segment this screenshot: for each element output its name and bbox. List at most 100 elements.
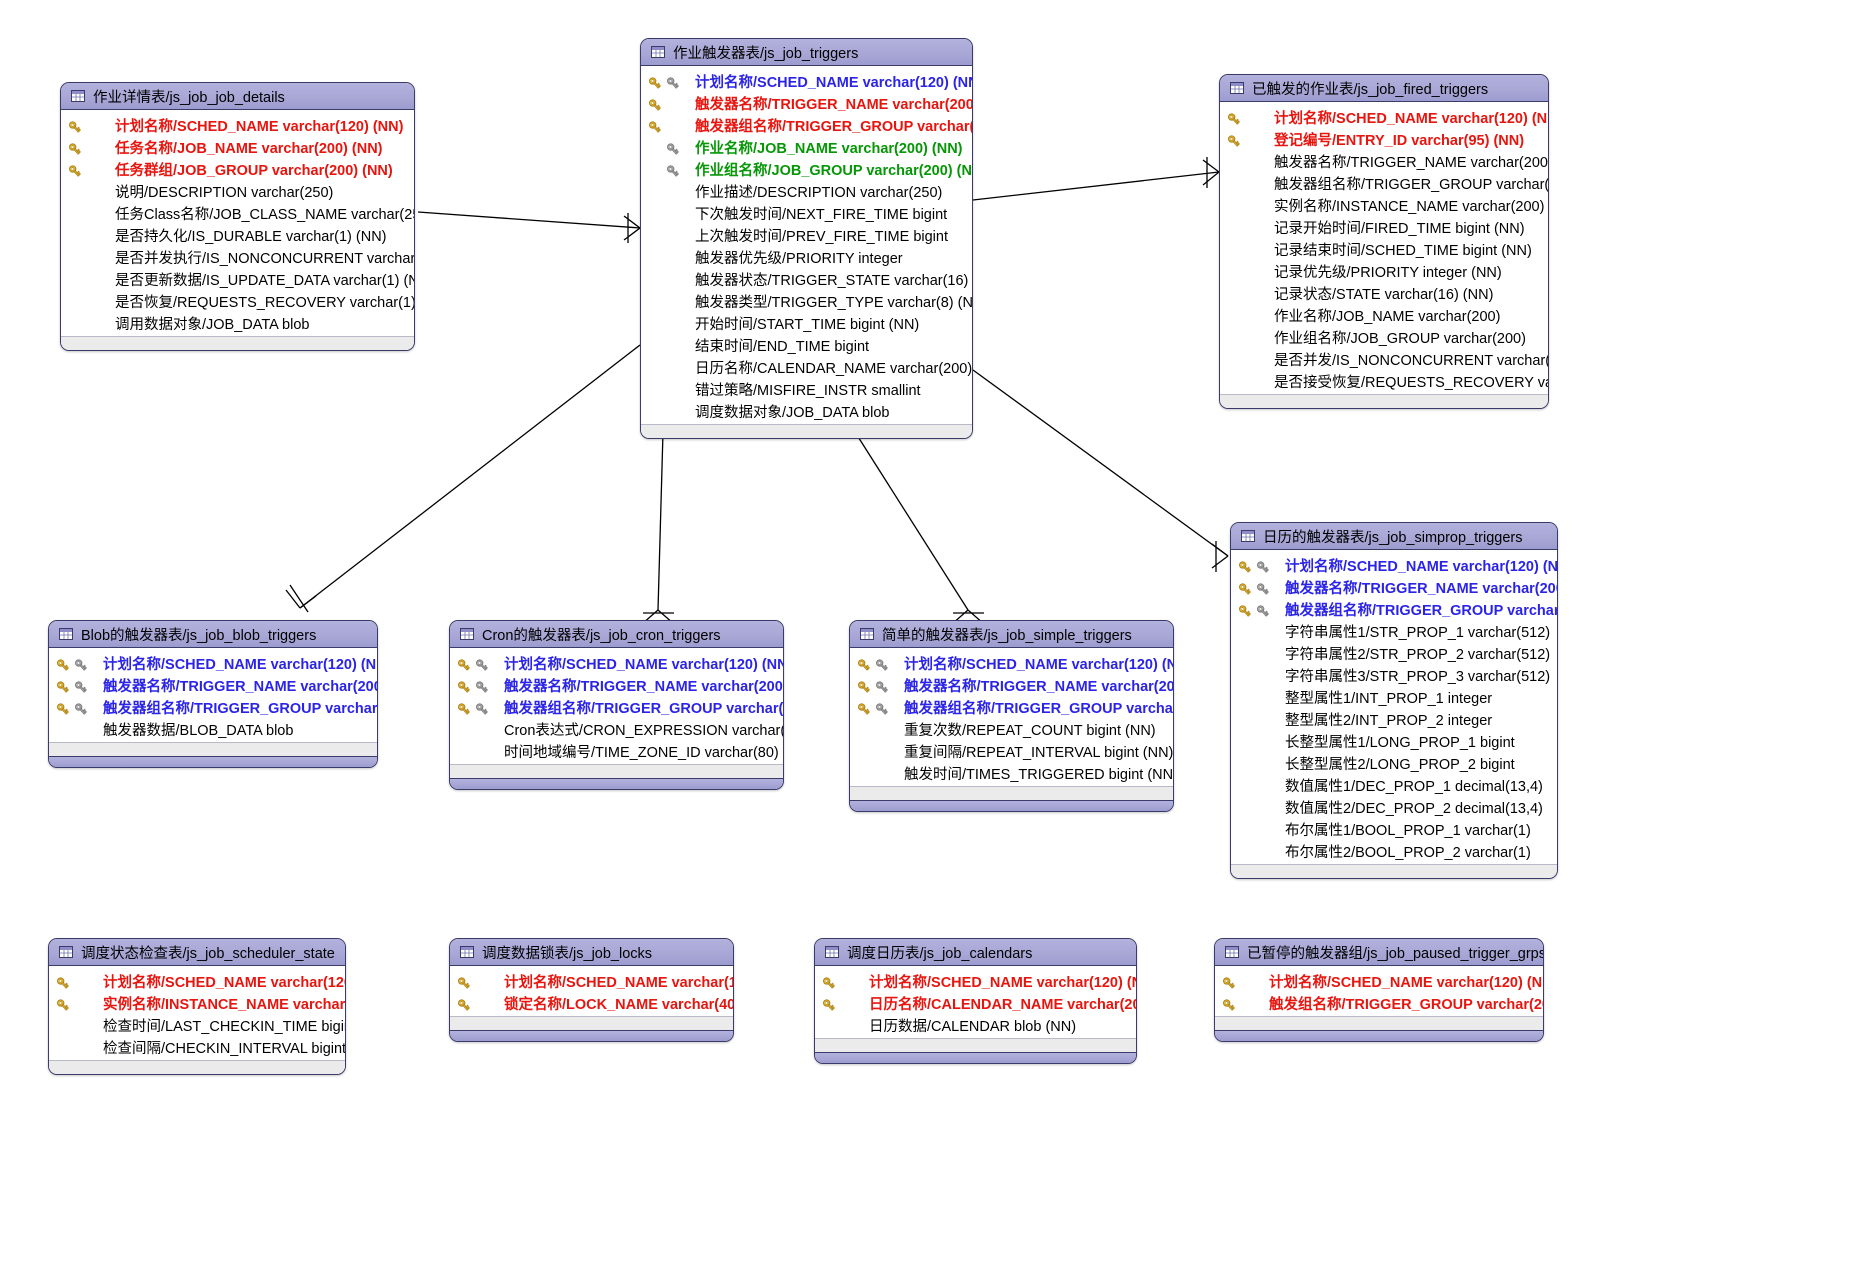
- entity-header-job_simprop_triggers[interactable]: 日历的触发器表/js_job_simprop_triggers: [1231, 523, 1557, 550]
- column-row[interactable]: 实例名称/INSTANCE_NAME varchar(200) (NN): [1220, 194, 1548, 216]
- column-row[interactable]: 触发器名称/TRIGGER_NAME varchar(200) (NN): [850, 674, 1173, 696]
- column-row[interactable]: 触发组名称/TRIGGER_GROUP varchar(200) (NN): [1215, 992, 1543, 1014]
- column-row[interactable]: Cron表达式/CRON_EXPRESSION varchar(120) (NN…: [450, 718, 783, 740]
- column-row[interactable]: 触发时间/TIMES_TRIGGERED bigint (NN): [850, 762, 1173, 784]
- column-row[interactable]: 计划名称/SCHED_NAME varchar(120) (NN): [641, 70, 972, 92]
- entity-job_job_details[interactable]: 作业详情表/js_job_job_details 计划名称/SCHED_NAME …: [60, 82, 415, 351]
- column-row[interactable]: 整型属性2/INT_PROP_2 integer: [1231, 708, 1557, 730]
- column-row[interactable]: 实例名称/INSTANCE_NAME varchar(200) (NN): [49, 992, 345, 1014]
- entity-job_scheduler_state[interactable]: 调度状态检查表/js_job_scheduler_state 计划名称/SCHED…: [48, 938, 346, 1075]
- column-row[interactable]: 触发器组名称/TRIGGER_GROUP varchar(200) (NN): [641, 114, 972, 136]
- column-row[interactable]: 计划名称/SCHED_NAME varchar(120) (NN): [1215, 970, 1543, 992]
- column-row[interactable]: 结束时间/END_TIME bigint: [641, 334, 972, 356]
- entity-header-job_simple_triggers[interactable]: 简单的触发器表/js_job_simple_triggers: [850, 621, 1173, 648]
- column-row[interactable]: 调用数据对象/JOB_DATA blob: [61, 312, 414, 334]
- entity-header-job_fired_triggers[interactable]: 已触发的作业表/js_job_fired_triggers: [1220, 75, 1548, 102]
- column-row[interactable]: 检查间隔/CHECKIN_INTERVAL bigint (NN): [49, 1036, 345, 1058]
- column-row[interactable]: 计划名称/SCHED_NAME varchar(120) (NN): [49, 652, 377, 674]
- column-row[interactable]: 作业描述/DESCRIPTION varchar(250): [641, 180, 972, 202]
- column-row[interactable]: 是否更新数据/IS_UPDATE_DATA varchar(1) (NN): [61, 268, 414, 290]
- column-row[interactable]: 任务名称/JOB_NAME varchar(200) (NN): [61, 136, 414, 158]
- entity-job_triggers[interactable]: 作业触发器表/js_job_triggers 计划名称/SCHED_NAME va…: [640, 38, 973, 439]
- entity-header-job_triggers[interactable]: 作业触发器表/js_job_triggers: [641, 39, 972, 66]
- column-row[interactable]: 作业名称/JOB_NAME varchar(200) (NN): [641, 136, 972, 158]
- entity-job_cron_triggers[interactable]: Cron的触发器表/js_job_cron_triggers 计划名称/SCHED…: [449, 620, 784, 790]
- entity-job_calendars[interactable]: 调度日历表/js_job_calendars 计划名称/SCHED_NAME va…: [814, 938, 1137, 1064]
- column-row[interactable]: 布尔属性1/BOOL_PROP_1 varchar(1): [1231, 818, 1557, 840]
- column-row[interactable]: 开始时间/START_TIME bigint (NN): [641, 312, 972, 334]
- column-row[interactable]: 字符串属性1/STR_PROP_1 varchar(512): [1231, 620, 1557, 642]
- entity-header-job_calendars[interactable]: 调度日历表/js_job_calendars: [815, 939, 1136, 966]
- column-row[interactable]: 触发器组名称/TRIGGER_GROUP varchar(200) (NN): [1231, 598, 1557, 620]
- column-row[interactable]: 计划名称/SCHED_NAME varchar(120) (NN): [450, 970, 733, 992]
- column-row[interactable]: 数值属性2/DEC_PROP_2 decimal(13,4): [1231, 796, 1557, 818]
- column-row[interactable]: 任务Class名称/JOB_CLASS_NAME varchar(250) (N…: [61, 202, 414, 224]
- column-row[interactable]: 记录结束时间/SCHED_TIME bigint (NN): [1220, 238, 1548, 260]
- column-row[interactable]: 上次触发时间/PREV_FIRE_TIME bigint: [641, 224, 972, 246]
- column-row[interactable]: 计划名称/SCHED_NAME varchar(120) (NN): [49, 970, 345, 992]
- column-row[interactable]: 锁定名称/LOCK_NAME varchar(40) (NN): [450, 992, 733, 1014]
- column-row[interactable]: 计划名称/SCHED_NAME varchar(120) (NN): [815, 970, 1136, 992]
- column-row[interactable]: 日历数据/CALENDAR blob (NN): [815, 1014, 1136, 1036]
- column-row[interactable]: 记录优先级/PRIORITY integer (NN): [1220, 260, 1548, 282]
- column-row[interactable]: 长整型属性1/LONG_PROP_1 bigint: [1231, 730, 1557, 752]
- entity-job_fired_triggers[interactable]: 已触发的作业表/js_job_fired_triggers 计划名称/SCHED_…: [1219, 74, 1549, 409]
- entity-job_blob_triggers[interactable]: Blob的触发器表/js_job_blob_triggers 计划名称/SCHED…: [48, 620, 378, 768]
- entity-header-job_blob_triggers[interactable]: Blob的触发器表/js_job_blob_triggers: [49, 621, 377, 648]
- column-row[interactable]: 字符串属性2/STR_PROP_2 varchar(512): [1231, 642, 1557, 664]
- column-row[interactable]: 说明/DESCRIPTION varchar(250): [61, 180, 414, 202]
- column-row[interactable]: 日历名称/CALENDAR_NAME varchar(200) (NN): [815, 992, 1136, 1014]
- column-row[interactable]: 任务群组/JOB_GROUP varchar(200) (NN): [61, 158, 414, 180]
- column-row[interactable]: 计划名称/SCHED_NAME varchar(120) (NN): [850, 652, 1173, 674]
- column-row[interactable]: 作业名称/JOB_NAME varchar(200): [1220, 304, 1548, 326]
- column-row[interactable]: 触发器名称/TRIGGER_NAME varchar(200) (NN): [49, 674, 377, 696]
- column-row[interactable]: 日历名称/CALENDAR_NAME varchar(200): [641, 356, 972, 378]
- entity-job_paused_trigger_grps[interactable]: 已暂停的触发器组/js_job_paused_trigger_grps 计划名称/…: [1214, 938, 1544, 1042]
- column-row[interactable]: 检查时间/LAST_CHECKIN_TIME bigint (NN): [49, 1014, 345, 1036]
- column-row[interactable]: 记录开始时间/FIRED_TIME bigint (NN): [1220, 216, 1548, 238]
- column-row[interactable]: 触发器数据/BLOB_DATA blob: [49, 718, 377, 740]
- column-row[interactable]: 触发器组名称/TRIGGER_GROUP varchar(200) (NN): [450, 696, 783, 718]
- column-row[interactable]: 是否并发/IS_NONCONCURRENT varchar(1): [1220, 348, 1548, 370]
- column-row[interactable]: 计划名称/SCHED_NAME varchar(120) (NN): [450, 652, 783, 674]
- column-row[interactable]: 计划名称/SCHED_NAME varchar(120) (NN): [61, 114, 414, 136]
- column-row[interactable]: 是否恢复/REQUESTS_RECOVERY varchar(1) (NN): [61, 290, 414, 312]
- column-row[interactable]: 触发器组名称/TRIGGER_GROUP varchar(200) (NN): [850, 696, 1173, 718]
- column-row[interactable]: 登记编号/ENTRY_ID varchar(95) (NN): [1220, 128, 1548, 150]
- column-row[interactable]: 触发器组名称/TRIGGER_GROUP varchar(200) (NN): [49, 696, 377, 718]
- entity-header-job_scheduler_state[interactable]: 调度状态检查表/js_job_scheduler_state: [49, 939, 345, 966]
- column-row[interactable]: 字符串属性3/STR_PROP_3 varchar(512): [1231, 664, 1557, 686]
- column-row[interactable]: 作业组名称/JOB_GROUP varchar(200) (NN): [641, 158, 972, 180]
- column-row[interactable]: 时间地域编号/TIME_ZONE_ID varchar(80): [450, 740, 783, 762]
- column-row[interactable]: 长整型属性2/LONG_PROP_2 bigint: [1231, 752, 1557, 774]
- column-row[interactable]: 触发器状态/TRIGGER_STATE varchar(16) (NN): [641, 268, 972, 290]
- column-row[interactable]: 整型属性1/INT_PROP_1 integer: [1231, 686, 1557, 708]
- entity-header-job_paused_trigger_grps[interactable]: 已暂停的触发器组/js_job_paused_trigger_grps: [1215, 939, 1543, 966]
- entity-header-job_job_details[interactable]: 作业详情表/js_job_job_details: [61, 83, 414, 110]
- column-row[interactable]: 计划名称/SCHED_NAME varchar(120) (NN): [1220, 106, 1548, 128]
- column-row[interactable]: 触发器优先级/PRIORITY integer: [641, 246, 972, 268]
- column-row[interactable]: 作业组名称/JOB_GROUP varchar(200): [1220, 326, 1548, 348]
- column-row[interactable]: 触发器组名称/TRIGGER_GROUP varchar(200) (NN): [1220, 172, 1548, 194]
- entity-job_simprop_triggers[interactable]: 日历的触发器表/js_job_simprop_triggers 计划名称/SCHE…: [1230, 522, 1558, 879]
- column-row[interactable]: 触发器名称/TRIGGER_NAME varchar(200) (NN): [1220, 150, 1548, 172]
- column-row[interactable]: 调度数据对象/JOB_DATA blob: [641, 400, 972, 422]
- column-row[interactable]: 是否接受恢复/REQUESTS_RECOVERY varchar(1): [1220, 370, 1548, 392]
- column-row[interactable]: 布尔属性2/BOOL_PROP_2 varchar(1): [1231, 840, 1557, 862]
- column-row[interactable]: 记录状态/STATE varchar(16) (NN): [1220, 282, 1548, 304]
- column-row[interactable]: 重复间隔/REPEAT_INTERVAL bigint (NN): [850, 740, 1173, 762]
- column-row[interactable]: 触发器名称/TRIGGER_NAME varchar(200) (NN): [641, 92, 972, 114]
- column-row[interactable]: 错过策略/MISFIRE_INSTR smallint: [641, 378, 972, 400]
- column-row[interactable]: 触发器名称/TRIGGER_NAME varchar(200) (NN): [1231, 576, 1557, 598]
- column-row[interactable]: 触发器类型/TRIGGER_TYPE varchar(8) (NN): [641, 290, 972, 312]
- entity-header-job_cron_triggers[interactable]: Cron的触发器表/js_job_cron_triggers: [450, 621, 783, 648]
- column-row[interactable]: 下次触发时间/NEXT_FIRE_TIME bigint: [641, 202, 972, 224]
- column-row[interactable]: 重复次数/REPEAT_COUNT bigint (NN): [850, 718, 1173, 740]
- column-row[interactable]: 计划名称/SCHED_NAME varchar(120) (NN): [1231, 554, 1557, 576]
- column-row[interactable]: 是否并发执行/IS_NONCONCURRENT varchar(1) (NN): [61, 246, 414, 268]
- column-row[interactable]: 触发器名称/TRIGGER_NAME varchar(200) (NN): [450, 674, 783, 696]
- column-row[interactable]: 是否持久化/IS_DURABLE varchar(1) (NN): [61, 224, 414, 246]
- column-row[interactable]: 数值属性1/DEC_PROP_1 decimal(13,4): [1231, 774, 1557, 796]
- entity-job_simple_triggers[interactable]: 简单的触发器表/js_job_simple_triggers 计划名称/SCHED…: [849, 620, 1174, 812]
